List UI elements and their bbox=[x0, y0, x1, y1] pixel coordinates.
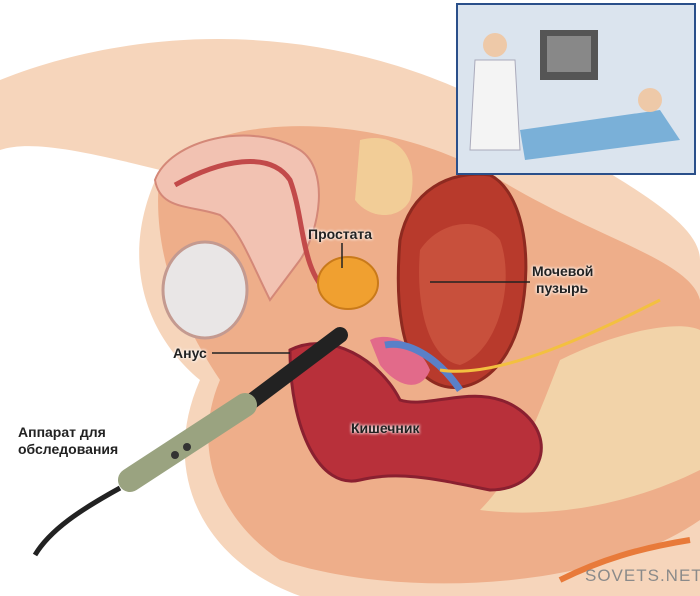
seminal-vesicles bbox=[370, 336, 430, 385]
intestine bbox=[288, 342, 543, 492]
prostate bbox=[317, 256, 379, 310]
inset-procedure-scene bbox=[456, 3, 696, 175]
label-prostate: Простата bbox=[308, 226, 373, 242]
label-bladder-line1: Мочевой bbox=[532, 263, 594, 279]
watermark: SOVETS.NET bbox=[585, 566, 700, 585]
label-bladder-line2: пузырь bbox=[536, 280, 589, 296]
pubic-bone bbox=[355, 138, 413, 215]
doctor bbox=[483, 33, 507, 57]
label-device-line1: Аппарат для bbox=[18, 424, 106, 440]
patient bbox=[520, 110, 680, 160]
label-intestine: Кишечник bbox=[351, 420, 420, 436]
testicle bbox=[161, 240, 249, 340]
label-anus: Анус bbox=[173, 345, 207, 361]
label-device-line2: обследования bbox=[18, 441, 119, 457]
urethra bbox=[173, 159, 332, 297]
ultrasound-probe bbox=[32, 327, 348, 557]
